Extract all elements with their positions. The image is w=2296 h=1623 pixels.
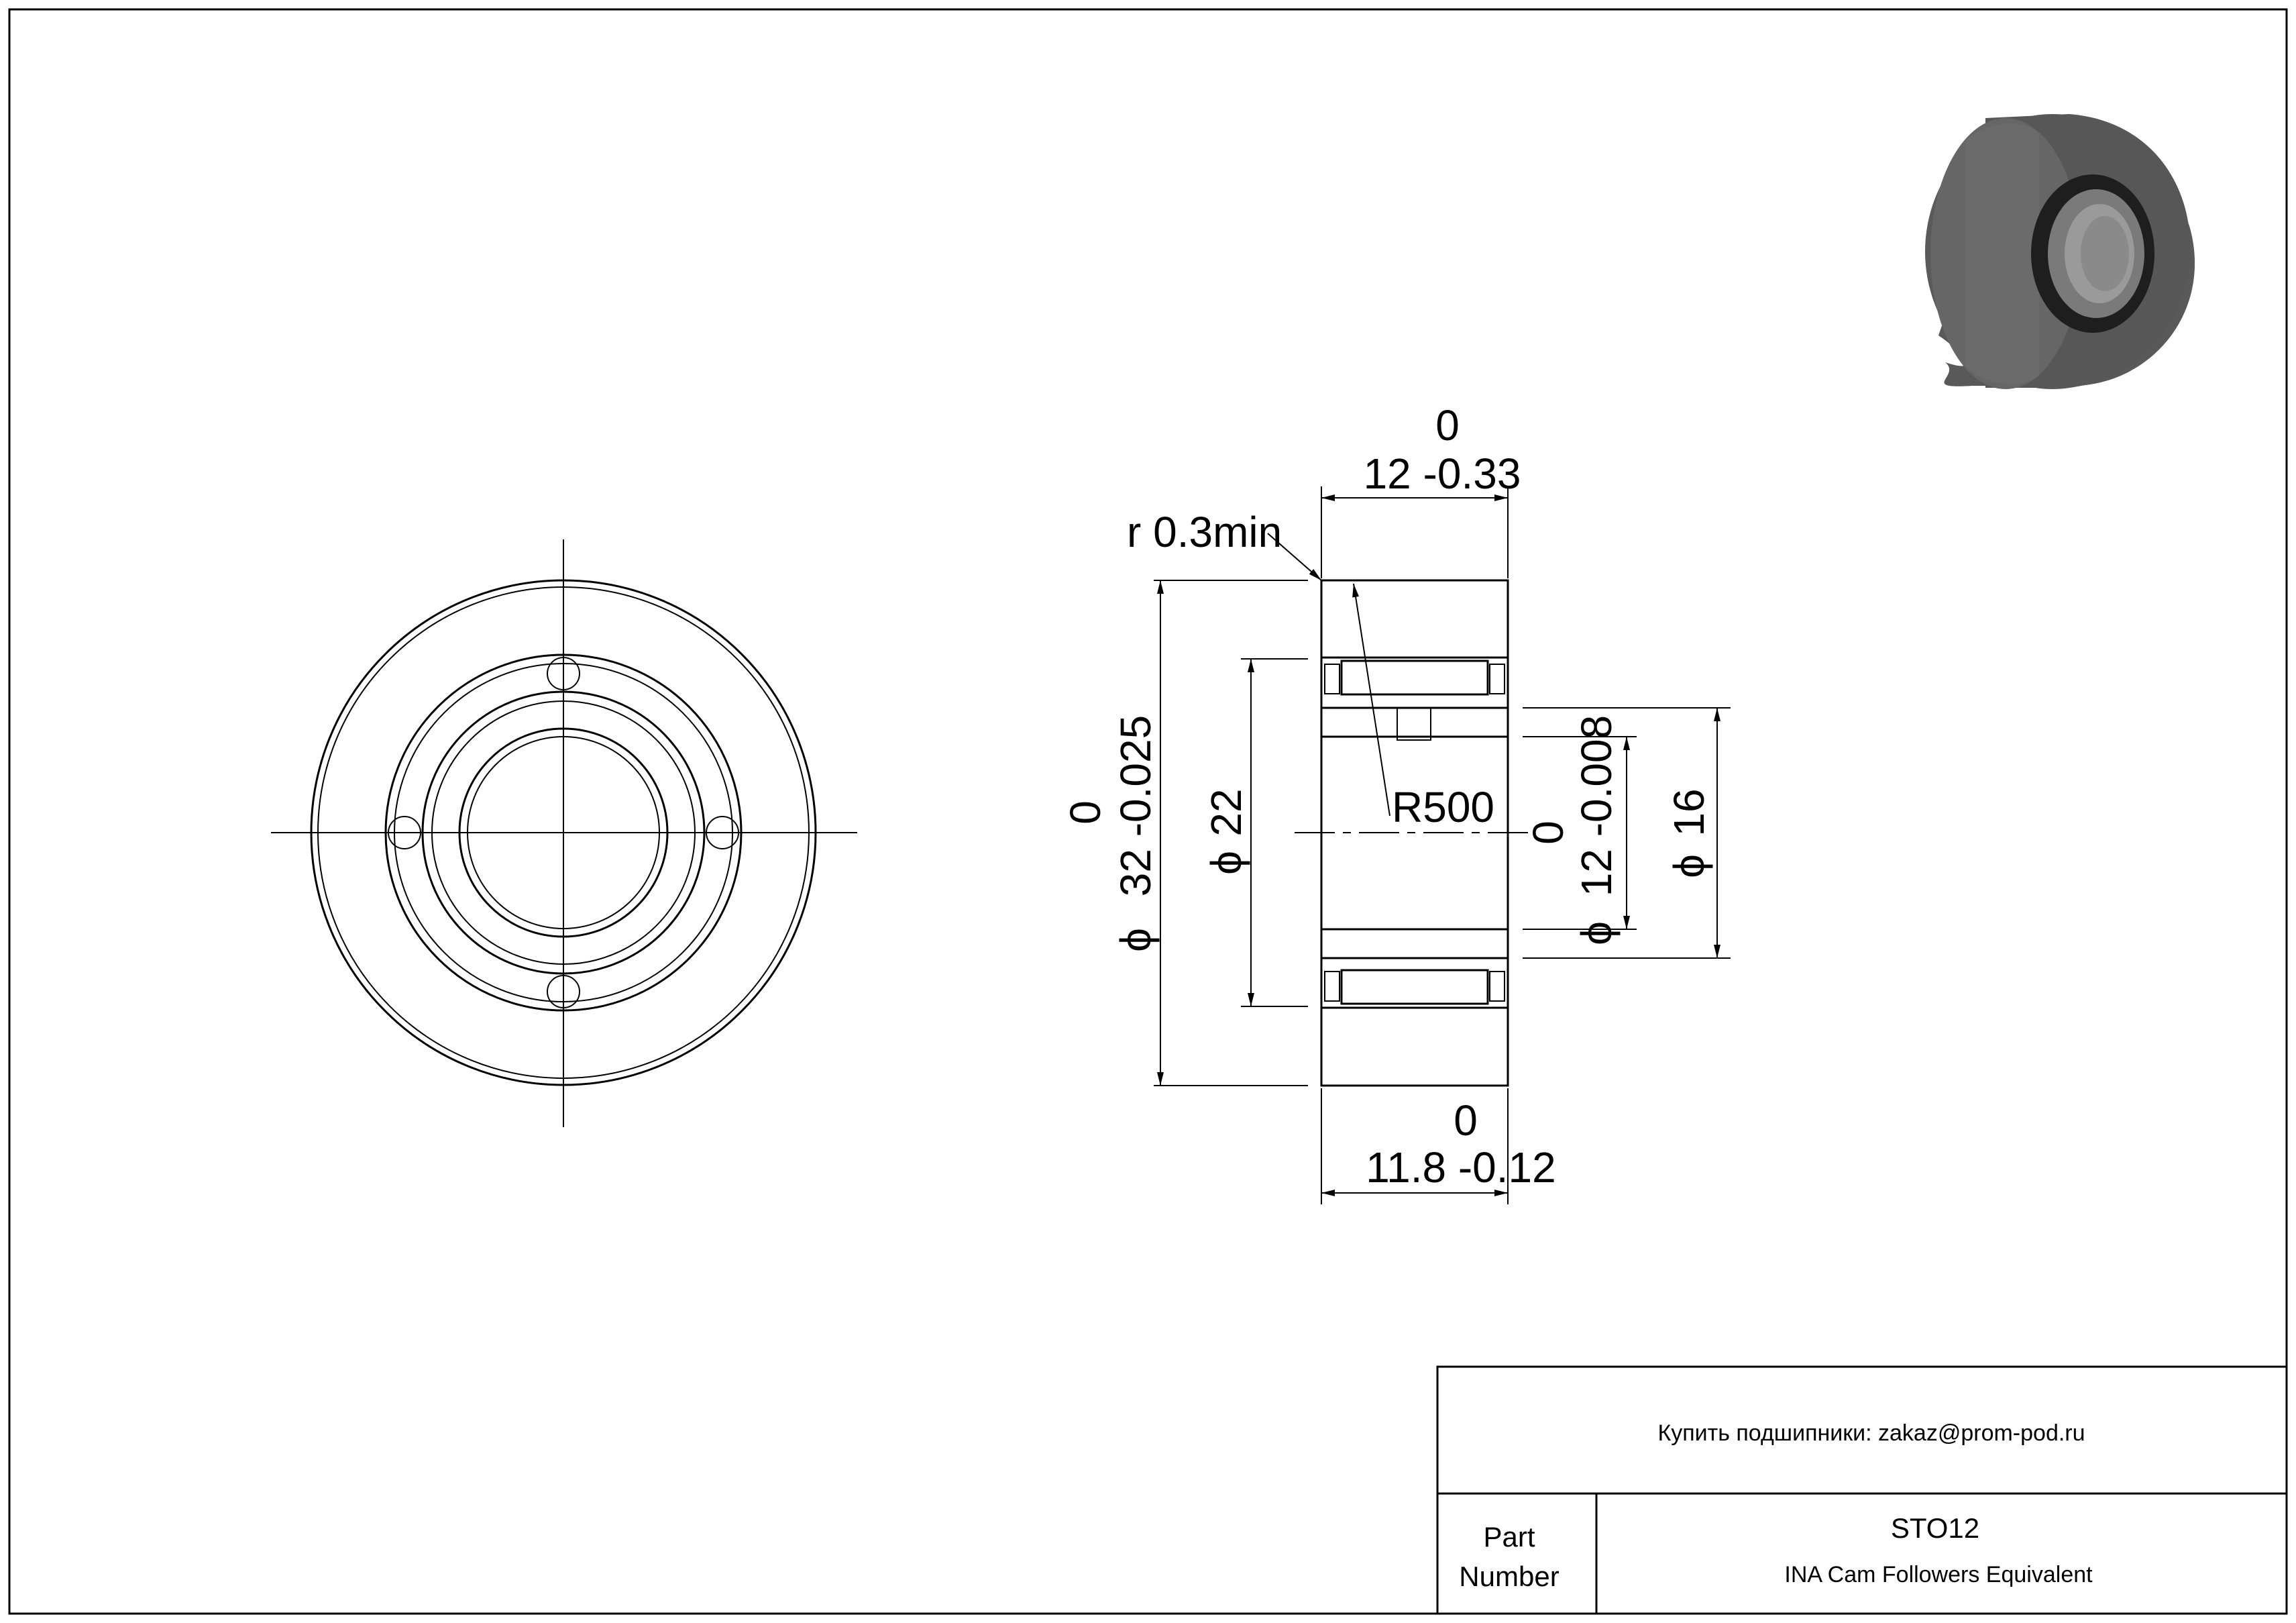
sheet-border <box>8 8 2288 1615</box>
dim-bore-main: 12 -0.008 <box>1572 715 1621 896</box>
part-label-line2: Number <box>1459 1561 1559 1592</box>
dim-bore-upper: 0 <box>1524 821 1572 845</box>
roller-bottom-section <box>1340 969 1489 1005</box>
dim-width-bottom-main: 11.8 -0.12 <box>1366 1143 1555 1192</box>
seal-bottom-right <box>1489 971 1505 1002</box>
outer-ring-bottom-section <box>1320 1006 1509 1087</box>
shop-line: Купить подшипники: zakaz@prom-pod.ru <box>1657 1420 2085 1446</box>
section-view <box>1295 579 1536 1087</box>
inner-ring-bottom-section <box>1320 928 1509 959</box>
leader-fillet <box>1267 533 1322 581</box>
title-block: Купить подшипники: zakaz@prom-pod.ru Par… <box>1436 1365 2288 1615</box>
dim-crown-radius: R500 <box>1392 783 1494 831</box>
render-bore-inner <box>2081 216 2129 291</box>
dim-width-top-main: 12 -0.33 <box>1364 450 1521 498</box>
front-view <box>271 539 857 1127</box>
dim-width-top-upper: 0 <box>1435 401 1460 450</box>
part-label-line1: Part <box>1483 1521 1535 1553</box>
render-face-band <box>1965 123 2039 384</box>
inner-ring-top-section <box>1320 706 1509 738</box>
dim-race-symbol: ϕ <box>1202 851 1250 875</box>
leader-crown <box>1352 583 1390 817</box>
dim-fillet-radius: r 0.3min <box>1127 508 1282 556</box>
dim-od-main: 32 -0.025 <box>1111 715 1160 896</box>
dim-ir-main: 16 <box>1665 788 1713 836</box>
title-block-frame <box>1436 1365 2288 1615</box>
part-description: INA Cam Followers Equivalent <box>1784 1562 2093 1587</box>
lube-hole <box>1397 707 1431 741</box>
bearing-render <box>1925 114 2195 389</box>
seal-top-left <box>1324 664 1340 694</box>
dim-bore-symbol: ϕ <box>1572 921 1621 945</box>
dim-race-main: 22 <box>1202 788 1250 836</box>
part-number: STO12 <box>1891 1512 1979 1544</box>
outer-ring-top-section <box>1320 579 1509 659</box>
dim-od-upper: 0 <box>1061 800 1109 825</box>
dim-width-bottom-upper: 0 <box>1454 1096 1478 1145</box>
seal-bottom-left <box>1324 971 1340 1002</box>
dimensions: 0 12 -0.33 0 11.8 -0.12 0 ϕ 32 -0.025 ϕ … <box>1061 401 1731 1204</box>
roller-top-section <box>1340 660 1489 696</box>
dim-od-symbol: ϕ <box>1111 928 1160 952</box>
dim-ir-symbol: ϕ <box>1665 854 1713 878</box>
seal-top-right <box>1489 664 1505 694</box>
